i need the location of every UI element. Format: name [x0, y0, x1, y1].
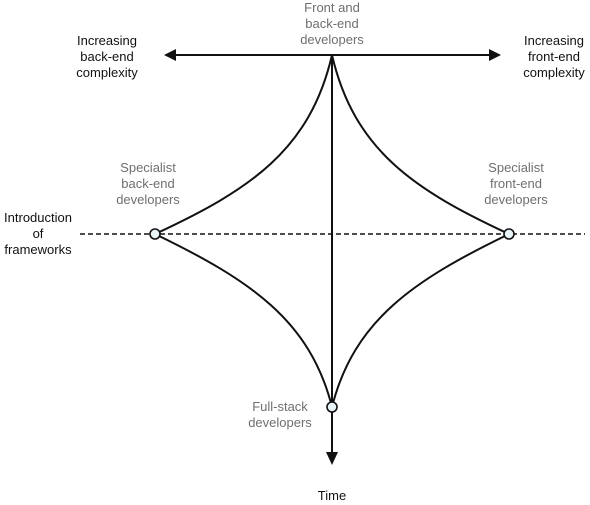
- front-and-back-end-label-line3: developers: [300, 32, 364, 47]
- right-arrowhead: [489, 49, 501, 61]
- introduction-of-frameworks-label-line3: frameworks: [4, 242, 72, 257]
- time-arrowhead: [326, 452, 338, 465]
- time-label: Time: [318, 488, 346, 503]
- front-end-complexity-label-line3: complexity: [523, 65, 585, 80]
- curve-front-end-to-full-stack: [331, 233, 510, 408]
- front-and-back-end-label-line1: Front and: [304, 0, 360, 15]
- introduction-of-frameworks-label-line2: of: [33, 226, 44, 241]
- full-stack-label-line1: Full-stack: [252, 399, 308, 414]
- curve-top-to-back-end: [154, 54, 333, 235]
- specialist-back-end-label-line1: Specialist: [120, 160, 176, 175]
- front-end-complexity-label-line2: front-end: [528, 49, 580, 64]
- back-end-complexity-label-line1: Increasing: [77, 33, 137, 48]
- back-end-complexity-label-line3: complexity: [76, 65, 138, 80]
- introduction-of-frameworks-label-line1: Introduction: [4, 210, 72, 225]
- full-stack-node: [326, 401, 338, 413]
- front-and-back-end-label-line2: back-end: [305, 16, 358, 31]
- specialist-back-end-label-line2: back-end: [121, 176, 174, 191]
- curve-top-to-front-end: [331, 54, 510, 235]
- specialist-back-end-label-line3: developers: [116, 192, 180, 207]
- full-stack-label-line2: developers: [248, 415, 312, 430]
- specialist-back-end-node: [149, 228, 161, 240]
- specialist-front-end-label-line1: Specialist: [488, 160, 544, 175]
- specialist-front-end-label-line3: developers: [484, 192, 548, 207]
- front-end-complexity-label-line1: Increasing: [524, 33, 584, 48]
- specialist-front-end-label-line2: front-end: [490, 176, 542, 191]
- left-arrowhead: [164, 49, 176, 61]
- curve-back-end-to-full-stack: [154, 233, 333, 408]
- back-end-complexity-label-line2: back-end: [80, 49, 133, 64]
- specialist-front-end-node: [503, 228, 515, 240]
